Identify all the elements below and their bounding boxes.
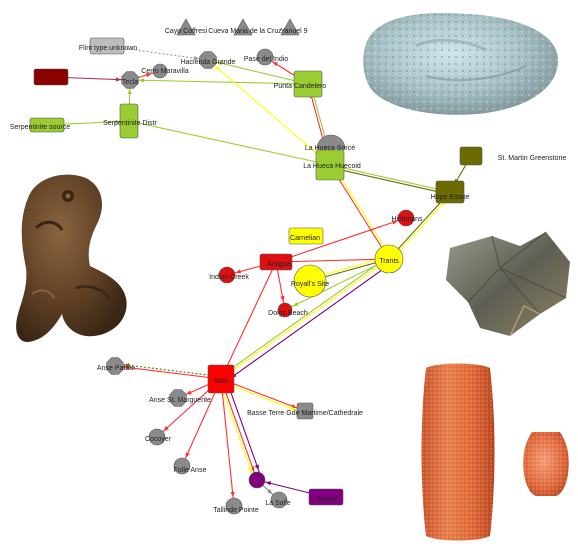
label-cocoyer: Cocoyer xyxy=(145,436,172,443)
label-stmartin: St. Martin Greenstone xyxy=(498,155,567,162)
label-hopeestate: Hope Estate xyxy=(431,194,470,201)
label-huecahuecoid: La Hueca Huecoid xyxy=(303,163,361,170)
label-serpdistr: Serpentinite Distr xyxy=(103,120,157,127)
label-tecla: Tecla xyxy=(122,79,138,86)
label-ansestmarguerite: Anse St. Marguerite xyxy=(149,397,211,404)
arrowhead-main-purple xyxy=(255,464,259,469)
label-main: Main xyxy=(214,378,229,385)
node-stmartin[interactable] xyxy=(460,147,482,165)
label-cayo: Cayo Coffresi xyxy=(165,28,208,35)
label-folleanse: Folle Anse xyxy=(174,467,207,474)
edges-layer xyxy=(47,46,471,506)
label-tallinde: Tallinde Pointe xyxy=(213,507,259,514)
label-indiancreek: Indian Creek xyxy=(209,274,249,281)
label-puntacandelero: Punta Candelero xyxy=(274,83,327,90)
label-doigsbeach: Doigs Beach xyxy=(268,310,308,317)
label-serpsource: Serpentinite source xyxy=(10,124,70,131)
labels-layer: Cayo CoffresiCueva Maria de la CruzYanue… xyxy=(10,28,567,514)
label-cerromaravilla: Cerro Maravilla xyxy=(141,68,189,75)
edge-huecahuecoid-hopeestate xyxy=(329,167,449,194)
arrowhead-antigua-doigsbeach xyxy=(280,296,284,301)
label-jasper: Jasper xyxy=(316,496,338,503)
label-flintunknown: Flint type unknown xyxy=(79,45,137,52)
arrowhead-puntacandelero-tecla xyxy=(139,78,144,82)
label-bassetere: Basse Terre Gde Martime/Cathedrale xyxy=(247,410,363,417)
label-carnelian: Carnelian xyxy=(290,235,320,242)
label-yanuel: Yanuel 9 xyxy=(280,28,307,35)
label-royalls: Royall's Site xyxy=(291,281,329,288)
label-antigua: Antigua xyxy=(267,261,291,268)
edge-serpdistr-huecahuecoid xyxy=(129,121,330,165)
node-purple[interactable] xyxy=(249,472,265,488)
label-haciendagrande: Hacienda Grande xyxy=(181,59,236,66)
nodes-layer xyxy=(30,19,482,514)
arrowhead-darkred-tecla xyxy=(116,77,121,81)
label-lasalle: La Salle xyxy=(265,500,290,507)
label-mariadelacruz: Cueva Maria de la Cruz xyxy=(208,28,282,35)
arrowhead-serpdistr-tecla xyxy=(127,89,131,94)
label-hichmans: Hichmans xyxy=(391,216,423,223)
label-huecasorce: La Hueca Sorcé xyxy=(305,145,355,152)
arrowhead-main-purple xyxy=(248,467,252,472)
label-ansepatate: Anse Patate xyxy=(97,365,135,372)
edge-main-purple xyxy=(219,380,255,481)
label-trants: Trants xyxy=(379,258,399,265)
node-darkred[interactable] xyxy=(34,69,68,85)
label-paseindio: Pase del Indio xyxy=(244,56,288,63)
